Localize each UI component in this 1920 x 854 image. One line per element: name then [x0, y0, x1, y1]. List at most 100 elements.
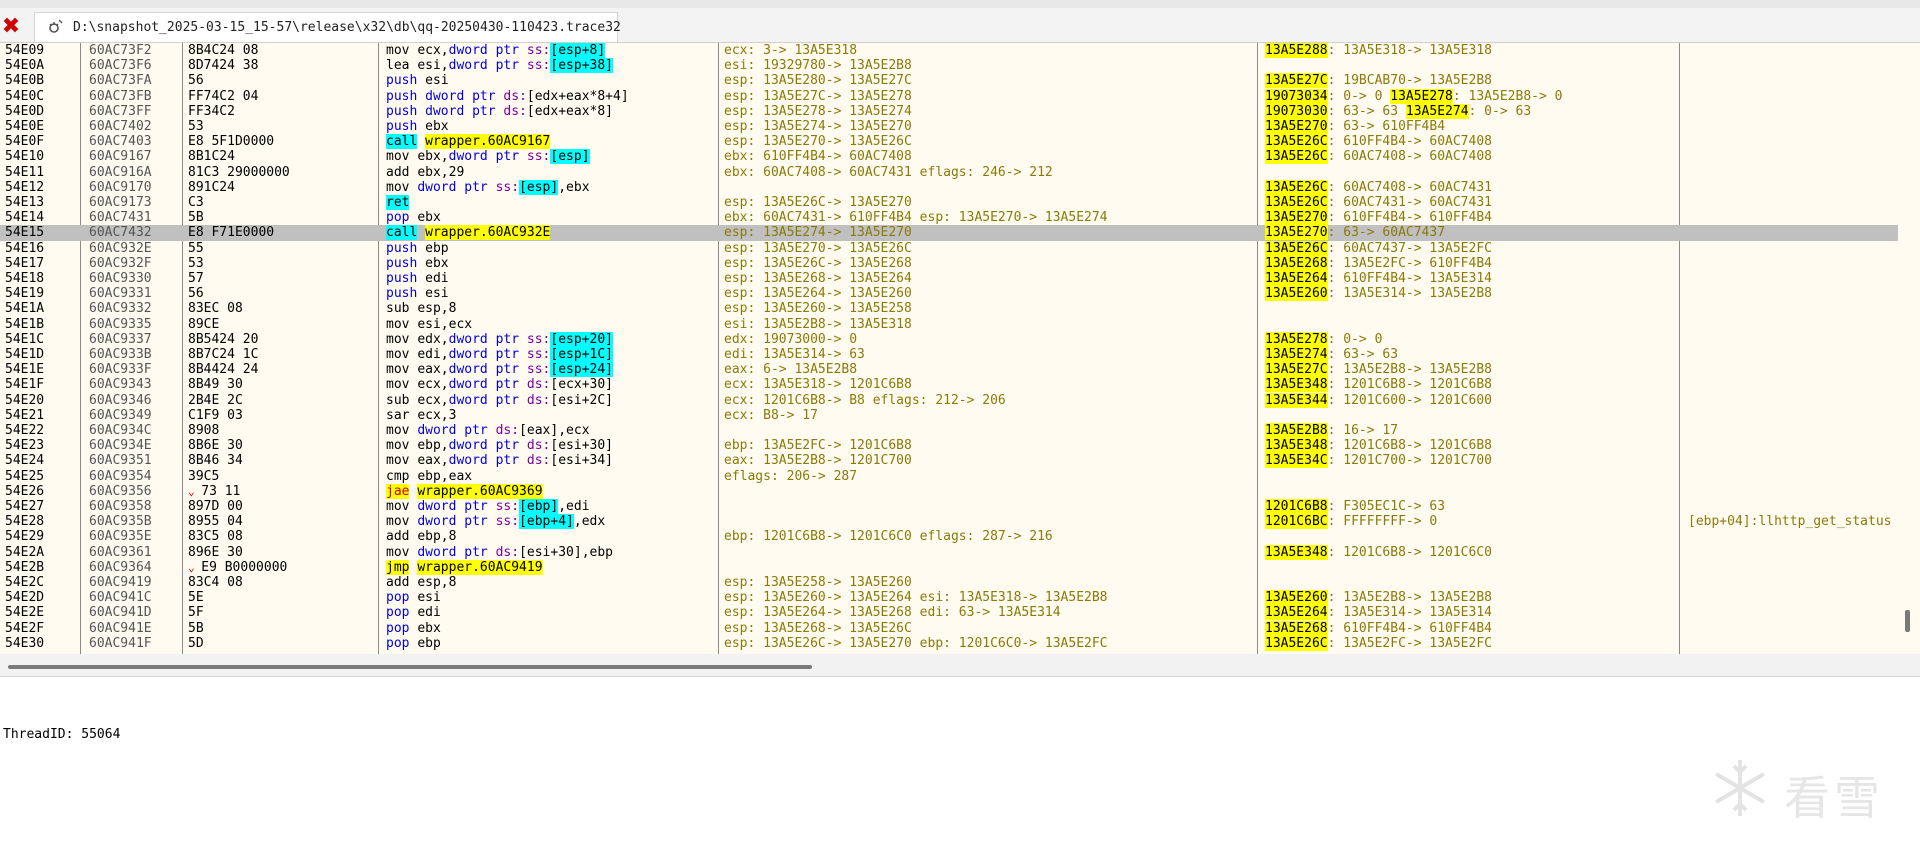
tab-trace-file[interactable]: D:\snapshot_2025-03-15_15-57\release\x32… [34, 12, 621, 42]
close-icon[interactable]: ✖ [1, 14, 21, 39]
mnemonic: sub [386, 392, 410, 408]
operand: edi [425, 271, 449, 286]
memory-value: : 13A5E2FC-> 13A5E2FC [1327, 635, 1492, 651]
operand: ds: [495, 544, 520, 560]
register-change: esp: 13A5E270-> 13A5E26C [724, 240, 912, 256]
operand: ss: [526, 347, 551, 362]
register-change: ebx: 60AC7431-> 610FF4B4 esp: 13A5E270->… [724, 210, 1108, 226]
operand: ss: [526, 43, 551, 58]
horizontal-scrollbar-thumb[interactable] [8, 665, 812, 669]
opcode-bytes-text: FF34C2 [188, 103, 235, 119]
trace-index: 54E09 [5, 43, 45, 58]
mnemonic: ret [386, 195, 410, 210]
memory-value: : 63-> 60AC7437 [1327, 225, 1446, 241]
info-panel: ThreadID: 55064 [0, 677, 1920, 854]
operand: ebx [425, 255, 449, 271]
memory-value: : 60AC7408-> 60AC7408 [1327, 149, 1492, 165]
mnemonic: jmp [386, 559, 410, 575]
trace-index: 54E2D [5, 590, 45, 606]
trace-index: 54E0F [5, 134, 45, 150]
memory-access: 13A5E26C: 60AC7408-> 60AC7431 [1265, 179, 1492, 195]
disassembly: pop ebx [386, 621, 441, 636]
operand: dword ptr [448, 58, 527, 74]
opcode-bytes: 897D 00 [188, 499, 243, 514]
mnemonic: push [386, 286, 418, 302]
instruction-address: 60AC9337 [89, 331, 152, 347]
trace-index: 54E2A [5, 544, 45, 560]
vertical-scrollbar-thumb[interactable] [1905, 610, 1910, 632]
memory-value: : 13A5E2FC-> 610FF4B4 [1327, 255, 1492, 271]
disassembly: mov eax,dword ptr ss:[esp+24] [386, 362, 614, 378]
memory-access: 13A5E270: 610FF4B4-> 610FF4B4 [1265, 210, 1492, 226]
opcode-bytes-text: 5E [188, 590, 204, 606]
opcode-bytes: 53 [188, 256, 204, 271]
memory-address: 13A5E264 [1265, 605, 1328, 621]
memory-address: 13A5E344 [1265, 392, 1328, 408]
opcode-bytes: 55 [188, 241, 204, 256]
horizontal-scrollbar[interactable] [0, 654, 1920, 677]
instruction-address: 60AC9343 [89, 377, 152, 393]
operand: ds: [503, 88, 527, 104]
register-change: eax: 6-> 13A5E2B8 [724, 362, 858, 378]
operand: ds: [526, 392, 551, 408]
memory-address: 13A5E264 [1265, 271, 1328, 286]
jump-arrow-icon: ⌄ [188, 560, 202, 574]
instruction-address: 60AC9332 [89, 301, 152, 317]
opcode-bytes-text: 8B49 30 [188, 377, 243, 393]
column-divider [1257, 43, 1258, 654]
opcode-bytes: FF74C2 04 [188, 89, 258, 104]
opcode-bytes: E8 F71E0000 [188, 225, 274, 240]
instruction-address: 60AC9351 [89, 453, 152, 469]
trace-index: 54E24 [5, 453, 45, 469]
opcode-bytes-text: 56 [188, 73, 204, 89]
memory-address: 13A5E270 [1265, 225, 1328, 241]
mnemonic: mov [386, 499, 410, 514]
operand: [eax] [519, 423, 559, 438]
operand: ,ebx [558, 179, 590, 195]
operand: [esp+20] [550, 331, 614, 347]
mnemonic: mov [386, 453, 410, 469]
mnemonic: push [386, 119, 418, 134]
